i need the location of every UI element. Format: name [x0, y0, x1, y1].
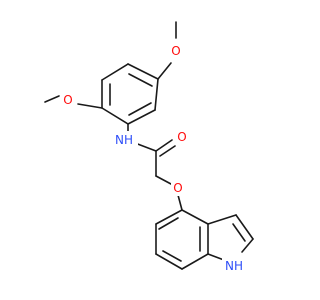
- atom-labels: O O NH O O NH: [61, 43, 248, 273]
- atom-label-o-ether: O: [173, 181, 182, 195]
- bond-pyrrole-3: [241, 238, 254, 253]
- bond-ring-b-1-inner: [158, 217, 179, 230]
- atom-label-n-indole: NH: [225, 259, 243, 273]
- atom-o-methoxy-left: O: [61, 92, 75, 108]
- bonds: [44, 21, 254, 270]
- bond-ring-b-3: [155, 253, 183, 270]
- atom-o-ether: O: [171, 180, 185, 196]
- bond-carbonyl-double-2: [159, 145, 176, 157]
- structure-canvas: O O NH O O NH: [44, 21, 254, 273]
- atom-label-n-amide: NH: [115, 133, 133, 147]
- bond-ring-b-6: [181, 209, 209, 225]
- bond-ring-b-3-inner: [162, 250, 182, 262]
- atom-n-amide: NH: [114, 131, 138, 147]
- atom-o-methoxy-top: O: [169, 43, 183, 59]
- bond-ring-a-5: [127, 109, 156, 125]
- structure-diagram: O O NH O O NH: [44, 21, 254, 273]
- bond-pyrrole-4: [207, 253, 225, 261]
- atom-n-indole: NH: [222, 257, 248, 273]
- bond-ch2-oether: [155, 175, 172, 185]
- bond-carbonyl-double-1: [155, 139, 173, 152]
- atom-o-carbonyl: O: [175, 129, 189, 145]
- atom-label-o-methoxy-left: O: [63, 93, 72, 107]
- bond-ring-b-1: [155, 209, 183, 225]
- bond-ring-b-4: [181, 253, 209, 270]
- bond-n-carbonyl-c: [134, 142, 157, 152]
- bond-oether-indole: [177, 194, 183, 211]
- bond-ring-a-4: [101, 107, 129, 125]
- bond-ring-a-5-inner: [128, 102, 152, 116]
- bond-pyrrole-2-inner: [232, 223, 246, 242]
- bond-ring-a-1-inner: [128, 73, 153, 87]
- bond-ring-a-6: [154, 78, 159, 111]
- atom-label-o-methoxy-top: O: [171, 44, 180, 58]
- bond-ring-a-1: [127, 63, 159, 80]
- bond-pyrrole-1: [207, 214, 237, 225]
- atom-label-o-carbonyl: O: [177, 130, 186, 144]
- bond-methyl-left: [44, 95, 60, 103]
- bond-pyrrole-2: [235, 214, 254, 240]
- bond-omethoxy-top-ring: [157, 62, 172, 80]
- bond-ring-a-2: [101, 63, 129, 81]
- bond-ring-omethoxy-left: [77, 103, 103, 109]
